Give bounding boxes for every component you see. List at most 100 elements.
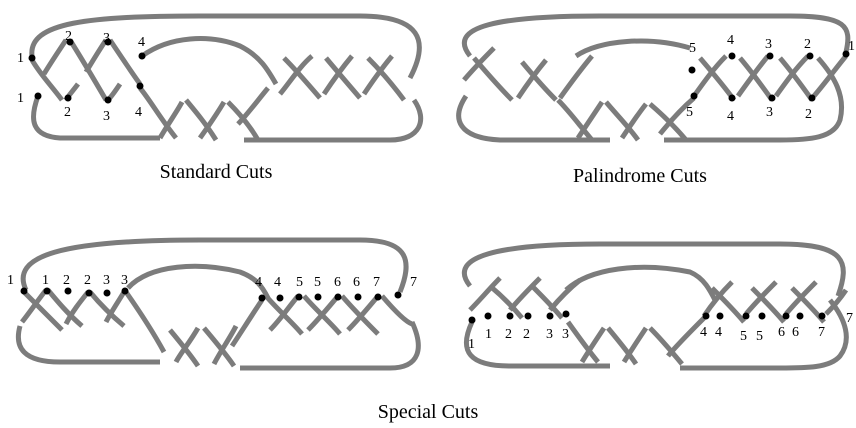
special-cuts-right-diagram bbox=[461, 241, 849, 371]
cut-marker bbox=[742, 312, 750, 320]
knot-strand bbox=[648, 326, 684, 366]
cut-label: 5 bbox=[740, 329, 747, 344]
cut-marker bbox=[28, 54, 36, 62]
cut-label: 3 bbox=[103, 109, 110, 124]
cut-marker bbox=[276, 294, 284, 302]
cut-label: 4 bbox=[138, 35, 145, 50]
cut-marker bbox=[394, 291, 402, 299]
cut-marker bbox=[728, 94, 736, 102]
cut-marker bbox=[64, 287, 72, 295]
cut-marker bbox=[716, 312, 724, 320]
cut-marker bbox=[121, 287, 129, 295]
knot-strand bbox=[138, 86, 178, 140]
knot-strand bbox=[107, 38, 143, 86]
cut-marker bbox=[758, 312, 766, 320]
cut-label: 5 bbox=[296, 275, 303, 290]
cut-marker bbox=[104, 96, 112, 104]
standard-cut-markers bbox=[28, 38, 146, 104]
cut-label: 3 bbox=[562, 327, 569, 342]
cut-marker bbox=[728, 52, 736, 60]
knot-strand bbox=[575, 100, 605, 140]
palindrome-cut-markers bbox=[688, 50, 850, 102]
cut-label: 7 bbox=[410, 275, 417, 290]
special-left-cut-markers bbox=[20, 287, 402, 302]
cut-label: 1 bbox=[468, 337, 475, 352]
knot-strand bbox=[710, 286, 746, 324]
cut-label: 1 bbox=[848, 39, 855, 54]
knot-strand bbox=[658, 96, 696, 136]
knot-strand bbox=[229, 298, 265, 348]
knot-strand bbox=[472, 56, 514, 102]
cut-marker bbox=[562, 310, 570, 318]
special-cuts-left-diagram bbox=[15, 237, 421, 371]
special-left-cut-labels: 1 1 2 2 3 3 4 4 5 5 6 6 7 7 bbox=[7, 273, 417, 290]
knot-strand bbox=[664, 56, 844, 143]
palindrome-cut-labels: 5 4 3 2 1 5 4 3 2 bbox=[686, 33, 855, 124]
knot-strand bbox=[22, 290, 64, 332]
special-cuts-caption: Special Cuts bbox=[378, 401, 479, 423]
palindrome-cuts-caption: Palindrome Cuts bbox=[573, 165, 707, 187]
knot-strand bbox=[29, 58, 64, 102]
cut-label: 1 bbox=[485, 327, 492, 342]
cut-label: 3 bbox=[765, 37, 772, 52]
cut-marker bbox=[688, 66, 696, 74]
cut-label: 6 bbox=[353, 275, 360, 290]
knot-strand bbox=[282, 56, 322, 100]
knot-strand bbox=[244, 98, 424, 143]
cut-label: 4 bbox=[727, 109, 734, 124]
cut-label: 2 bbox=[65, 29, 72, 44]
knot-strand bbox=[202, 326, 237, 368]
cut-label: 2 bbox=[523, 327, 530, 342]
cut-label: 1 bbox=[17, 51, 24, 66]
standard-cut-labels: 1 2 3 4 1 2 3 4 bbox=[17, 29, 145, 124]
knot-strand bbox=[621, 326, 649, 364]
knot-strand bbox=[778, 56, 815, 102]
cut-marker bbox=[43, 287, 51, 295]
cut-label: 3 bbox=[121, 273, 128, 288]
cut-label: 4 bbox=[274, 275, 281, 290]
knot-strand bbox=[750, 286, 786, 324]
knot-strand bbox=[46, 288, 84, 328]
knot-strand bbox=[606, 326, 639, 366]
knot-strand bbox=[666, 316, 706, 358]
knot-strand bbox=[211, 324, 239, 366]
cut-marker bbox=[484, 312, 492, 320]
knot-strand bbox=[157, 100, 185, 140]
standard-cuts-diagram bbox=[29, 13, 424, 143]
knot-strand bbox=[557, 54, 594, 100]
knot-strand bbox=[604, 100, 641, 142]
knot-strand bbox=[140, 36, 279, 86]
knot-strand bbox=[268, 294, 300, 332]
cut-marker bbox=[524, 312, 532, 320]
knot-strand bbox=[461, 13, 851, 58]
cut-marker bbox=[34, 92, 42, 100]
knot-strand bbox=[515, 58, 548, 100]
knot-strand bbox=[366, 56, 406, 102]
cut-label: 5 bbox=[756, 329, 763, 344]
cut-label: 5 bbox=[686, 105, 693, 120]
cut-marker bbox=[796, 312, 804, 320]
cut-marker bbox=[64, 94, 72, 102]
knot-strand bbox=[324, 56, 362, 100]
knot-strand bbox=[15, 325, 160, 365]
cut-marker bbox=[782, 312, 790, 320]
cut-marker bbox=[104, 38, 112, 46]
knot-strand bbox=[824, 288, 849, 316]
knot-strand bbox=[579, 326, 607, 364]
cut-label: 4 bbox=[135, 105, 142, 120]
knot-strand bbox=[361, 54, 394, 96]
knot-strand bbox=[173, 326, 201, 364]
knot-strand bbox=[20, 237, 409, 293]
cut-label: 2 bbox=[64, 105, 71, 120]
knot-strand bbox=[29, 13, 422, 80]
cut-label: 2 bbox=[805, 107, 812, 122]
cut-marker bbox=[314, 293, 322, 301]
cut-marker bbox=[136, 82, 144, 90]
cut-marker bbox=[690, 92, 698, 100]
special-right-cut-markers bbox=[468, 310, 826, 324]
knot-strand bbox=[530, 284, 564, 320]
cut-label: 2 bbox=[804, 37, 811, 52]
cut-label: 5 bbox=[314, 275, 321, 290]
cut-marker bbox=[20, 287, 28, 295]
cut-label: 4 bbox=[255, 275, 262, 290]
